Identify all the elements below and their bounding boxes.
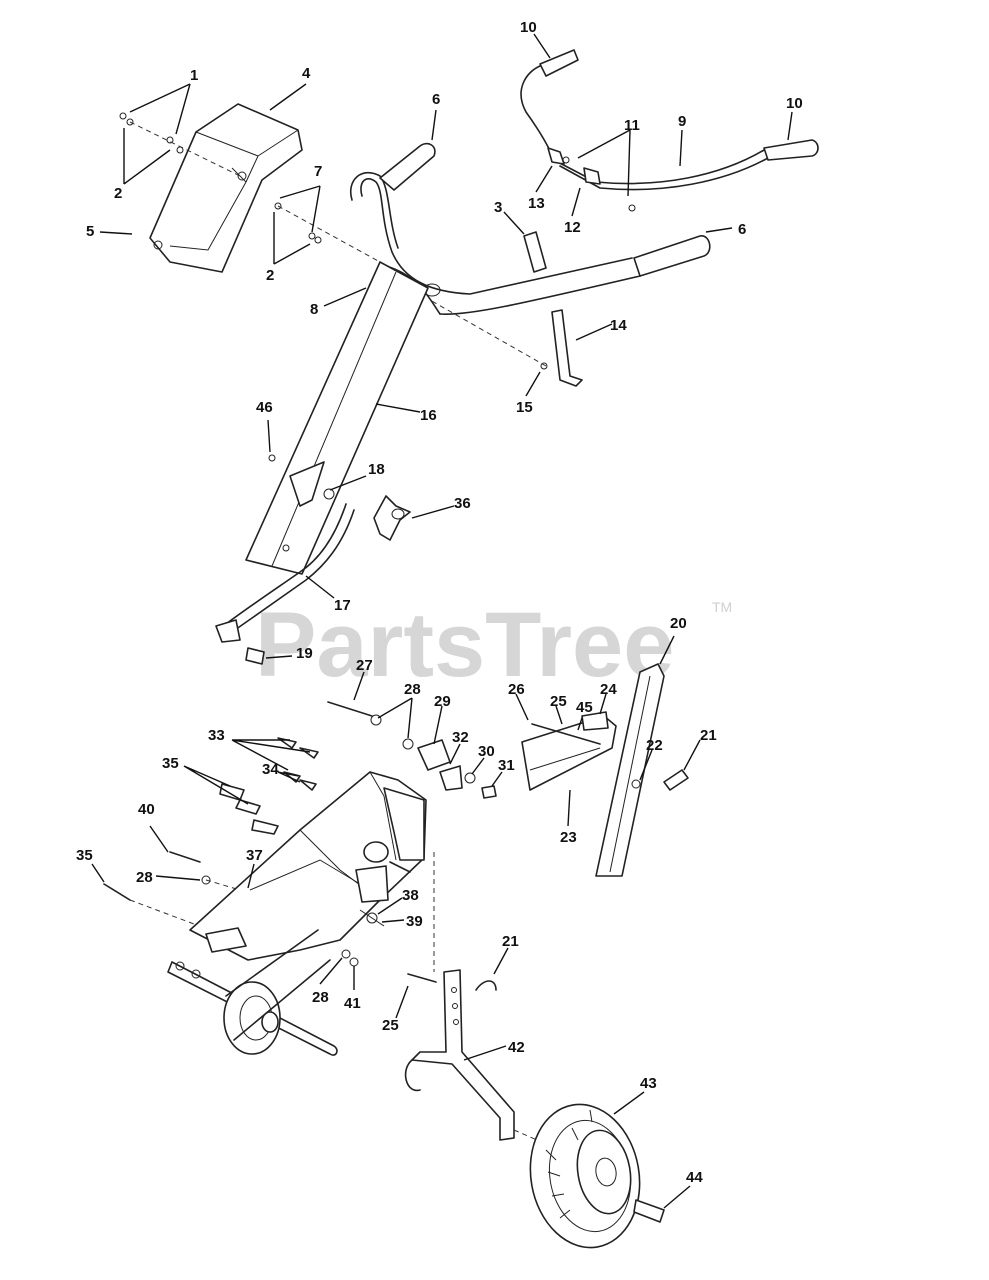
callout-2b: 2 [266, 267, 274, 284]
callout-21b: 21 [502, 933, 519, 950]
callout-33: 33 [208, 727, 225, 744]
chassis-part [189, 771, 427, 967]
callout-25a: 25 [550, 693, 567, 710]
callout-19: 19 [296, 645, 313, 662]
callout-7: 7 [314, 163, 322, 180]
leader-lines [91, 33, 793, 1209]
callout-10a: 10 [520, 19, 537, 36]
callout-26: 26 [508, 681, 525, 698]
callout-4: 4 [302, 65, 311, 82]
callout-39: 39 [406, 913, 423, 930]
callout-34: 34 [262, 761, 279, 778]
shift-lever-part [520, 49, 819, 212]
callout-37: 37 [246, 847, 263, 864]
callout-25b: 25 [382, 1017, 399, 1034]
callout-2a: 2 [114, 185, 122, 202]
lower-handle-tube-part [245, 261, 429, 575]
callout-28b: 28 [136, 869, 153, 886]
knob-part [373, 495, 411, 541]
wheel-part [529, 1103, 665, 1249]
depth-bar-part [521, 663, 689, 877]
callout-labels: 1 2 2 3 4 5 6 6 7 8 9 10 10 11 12 13 14 … [76, 19, 803, 1186]
handle-shield-part [119, 103, 381, 273]
watermark: PartsTree TM [255, 594, 732, 696]
watermark-trademark: TM [712, 599, 732, 615]
callout-6b: 6 [738, 221, 746, 238]
callout-5: 5 [86, 223, 94, 240]
callout-14: 14 [610, 317, 627, 334]
callout-23: 23 [560, 829, 577, 846]
callout-20: 20 [670, 615, 687, 632]
callout-1: 1 [190, 67, 198, 84]
callout-3: 3 [494, 199, 502, 216]
callout-32: 32 [452, 729, 469, 746]
callout-45: 45 [576, 699, 593, 716]
callout-8: 8 [310, 301, 318, 318]
tine-shaft-part [167, 929, 338, 1056]
callout-10b: 10 [786, 95, 803, 112]
callout-16: 16 [420, 407, 437, 424]
callout-46: 46 [256, 399, 273, 416]
callout-38: 38 [402, 887, 419, 904]
bracket-3-part [523, 231, 547, 273]
callout-12: 12 [564, 219, 581, 236]
callout-43: 43 [640, 1075, 657, 1092]
callout-42: 42 [508, 1039, 525, 1056]
callout-36: 36 [454, 495, 471, 512]
callout-40: 40 [138, 801, 155, 818]
callout-9: 9 [678, 113, 686, 130]
callout-24: 24 [600, 681, 617, 698]
callout-15: 15 [516, 399, 533, 416]
bracket-14-part [429, 299, 583, 387]
callout-22: 22 [646, 737, 663, 754]
callout-11: 11 [624, 117, 640, 134]
wheel-bracket-part [404, 852, 561, 1151]
brace-part [215, 488, 355, 665]
callout-21a: 21 [700, 727, 717, 744]
callout-18: 18 [368, 461, 385, 478]
callout-30: 30 [478, 743, 495, 760]
callout-29: 29 [434, 693, 451, 710]
callout-41: 41 [344, 995, 361, 1012]
callout-28a: 28 [404, 681, 421, 698]
callout-13: 13 [528, 195, 545, 212]
upper-handle-part [349, 142, 711, 316]
watermark-brand: PartsTree [255, 594, 674, 696]
callout-44: 44 [686, 1169, 703, 1186]
callout-35b: 35 [76, 847, 93, 864]
callout-27: 27 [356, 657, 373, 674]
callout-28c: 28 [312, 989, 329, 1006]
callout-17: 17 [334, 597, 351, 614]
callout-6a: 6 [432, 91, 440, 108]
callout-35a: 35 [162, 755, 179, 772]
callout-31: 31 [498, 757, 515, 774]
